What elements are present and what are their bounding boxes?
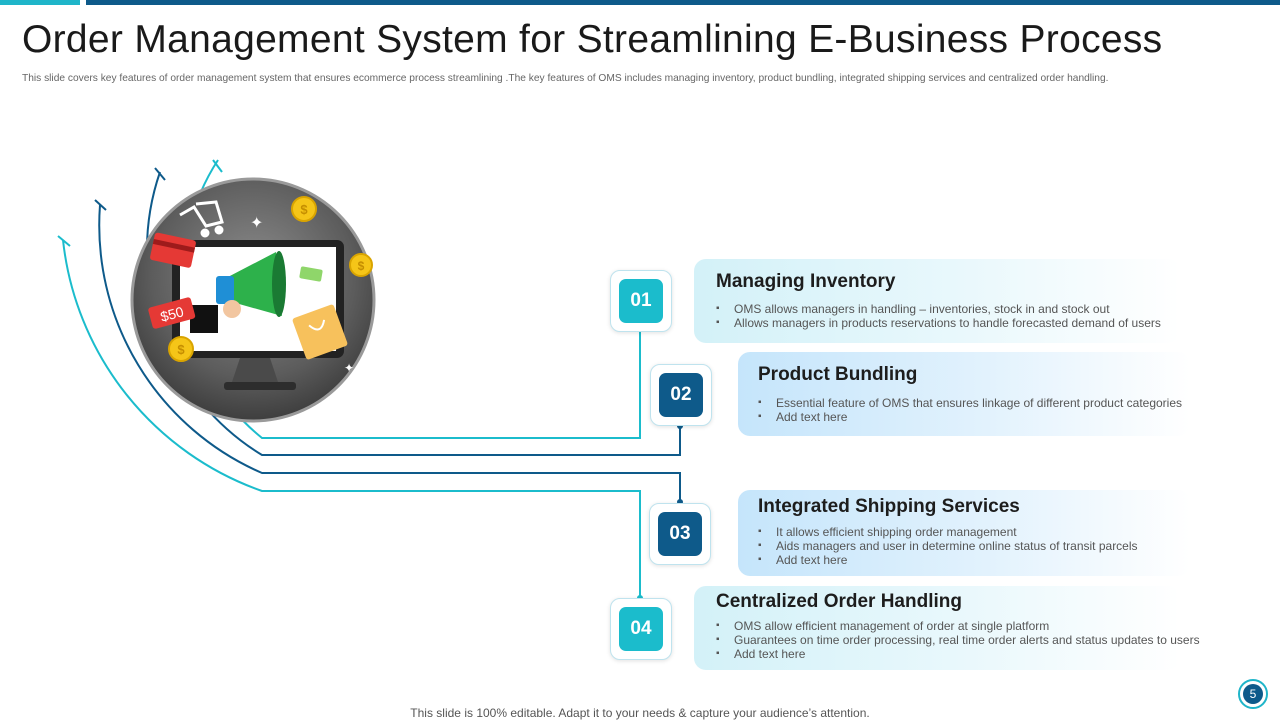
feature-bullets: OMS allow efficient management of order … [716,619,1200,661]
svg-text:$: $ [300,202,308,217]
feature-bullet: Add text here [758,410,1182,424]
feature-badge-03: 03 [649,503,711,565]
svg-text:$: $ [177,342,185,357]
top-accent-bar [0,0,80,5]
top-bar [86,0,1280,5]
feature-card-02: Product Bundling Essential feature of OM… [738,352,1190,436]
feature-badge-04: 04 [610,598,672,660]
shopping-cart-icon [179,200,224,238]
feature-bullets: It allows efficient shipping order manag… [758,525,1138,567]
feature-badge-02: 02 [650,364,712,426]
badge-number: 01 [619,279,663,323]
feature-title: Integrated Shipping Services [758,496,1020,517]
feature-card-03: Integrated Shipping Services It allows e… [738,490,1190,576]
connector-line-03 [98,204,681,502]
feature-bullet: Essential feature of OMS that ensures li… [758,396,1182,410]
feature-bullet: Aids managers and user in determine onli… [758,539,1138,553]
sparkle-icon: ✦ [250,213,263,232]
feature-card-04: Centralized Order Handling OMS allow eff… [694,586,1200,670]
svg-text:$50: $50 [159,303,186,325]
megaphone-icon [190,251,286,333]
feature-bullet: OMS allows managers in handling – invent… [716,302,1161,316]
page-subtitle: This slide covers key features of order … [22,73,1109,84]
feature-title: Managing Inventory [716,271,896,292]
feature-bullet: Allows managers in products reservations… [716,316,1161,330]
feature-bullet: Add text here [758,553,1138,567]
feature-bullet: It allows efficient shipping order manag… [758,525,1138,539]
badge-number: 02 [659,373,703,417]
page-number: 5 [1243,684,1263,704]
feature-card-01: Managing Inventory OMS allows managers i… [694,259,1180,343]
feature-title: Centralized Order Handling [716,591,962,612]
coin-icon: $ $ $ [168,196,373,362]
feature-bullets: Essential feature of OMS that ensures li… [758,396,1182,424]
page-number-badge: 5 [1238,679,1268,709]
badge-number: 03 [658,512,702,556]
feature-badge-01: 01 [610,270,672,332]
svg-text:$: $ [358,259,365,273]
badge-number: 04 [619,607,663,651]
footer-note: This slide is 100% editable. Adapt it to… [410,706,870,720]
connector-line-04 [62,239,641,598]
feature-title: Product Bundling [758,364,918,385]
page-title: Order Management System for Streamlining… [22,18,1163,61]
feature-bullet: Guarantees on time order processing, rea… [716,633,1200,647]
credit-card-icon [150,232,196,268]
feature-bullet: Add text here [716,647,1200,661]
shopping-bag-icon [292,304,348,360]
price-tag-icon: $50 [148,297,196,329]
feature-bullet: OMS allow efficient management of order … [716,619,1200,633]
feature-bullets: OMS allows managers in handling – invent… [716,302,1161,330]
svg-text:✦: ✦ [344,361,354,375]
